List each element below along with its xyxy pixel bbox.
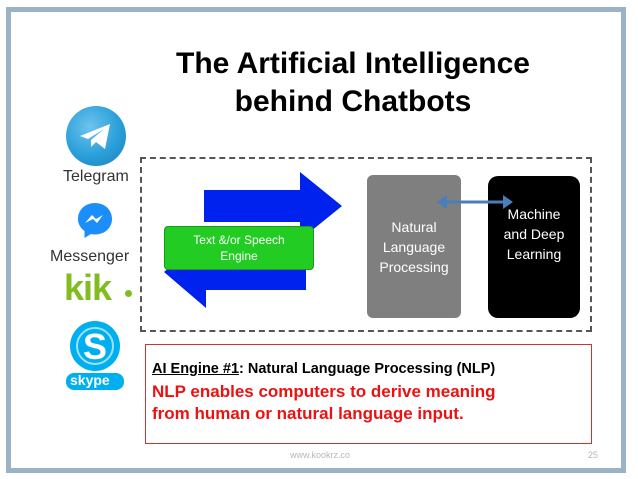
messenger-icon xyxy=(75,200,115,240)
footer-url: www.kookrz.co xyxy=(290,450,351,460)
info-heading-prefix: AI Engine #1 xyxy=(152,361,240,377)
skype-icon: S xyxy=(62,318,128,392)
telegram-label: Telegram xyxy=(63,168,129,185)
diagram-container xyxy=(140,157,592,332)
page-number: 25 xyxy=(588,450,599,460)
ai-engine-info-box: AI Engine #1: Natural Language Processin… xyxy=(145,344,592,444)
machine-learning-box: Machine and Deep Learning xyxy=(488,176,580,318)
double-arrow-icon xyxy=(437,195,513,209)
kik-logo: kik xyxy=(64,267,112,308)
telegram-icon xyxy=(66,106,126,166)
info-heading: AI Engine #1: Natural Language Processin… xyxy=(152,359,591,379)
title-line-2: behind Chatbots xyxy=(234,85,472,118)
messenger-label: Messenger xyxy=(50,248,130,265)
slide-title: The Artificial Intelligence behind Chatb… xyxy=(128,45,578,121)
text-speech-engine-box: Text &/or Speech Engine xyxy=(164,226,314,270)
kik-dot-icon xyxy=(125,290,132,297)
nlp-box: Natural Language Processing xyxy=(367,175,461,318)
title-line-1: The Artificial Intelligence xyxy=(176,47,530,80)
info-heading-rest: : Natural Language Processing (NLP) xyxy=(239,361,496,377)
skype-label: skype xyxy=(70,372,110,388)
svg-text:S: S xyxy=(83,326,107,367)
info-body: NLP enables computers to derive meaning … xyxy=(152,382,496,423)
